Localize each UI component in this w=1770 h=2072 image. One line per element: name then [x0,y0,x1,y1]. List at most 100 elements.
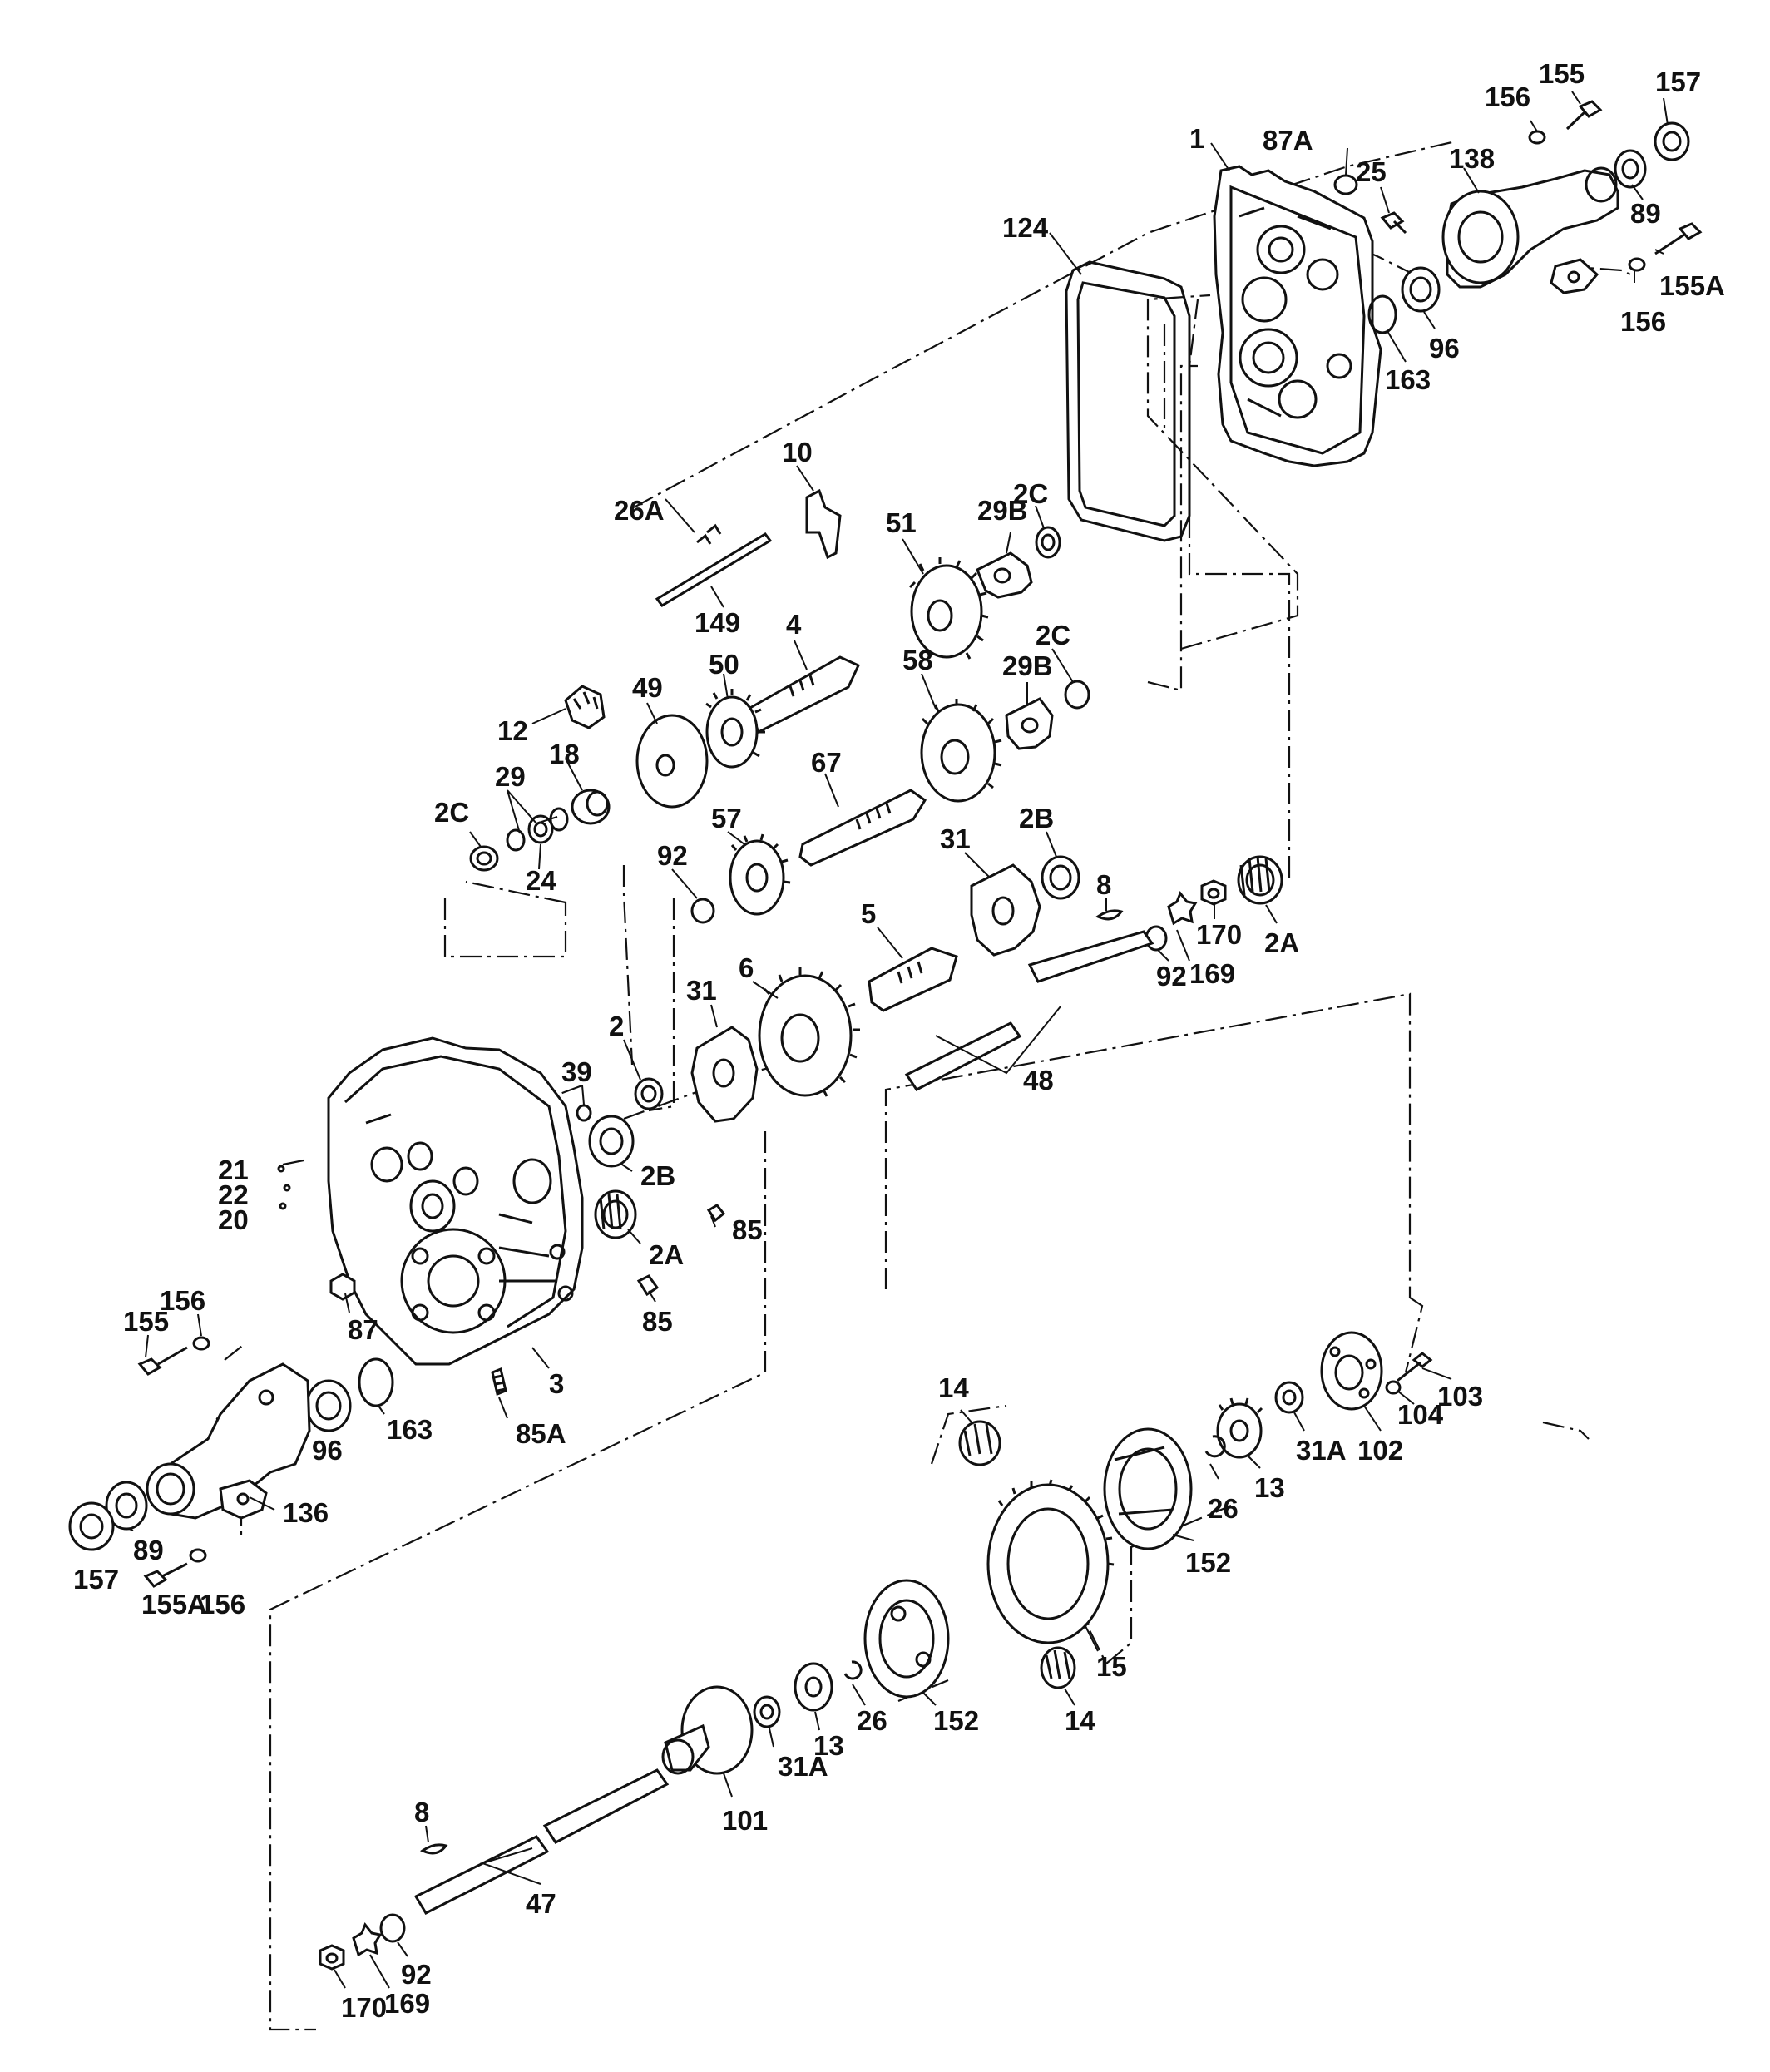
washer-156-top2 [1628,257,1646,272]
gear-58 [920,699,1002,803]
gear-49 [635,714,709,809]
ring-gear-15 [986,1479,1115,1644]
label-10: 10 [782,437,813,467]
label-136: 136 [283,1497,329,1528]
bearing-96-mid [305,1379,352,1432]
label-156-mid2: 156 [200,1589,245,1620]
bolt-155-mid [137,1346,188,1376]
key-8-a [1095,909,1124,921]
bearing-2A-b [594,1189,637,1239]
plug-87 [329,1273,356,1301]
axle-housing-136 [146,1362,311,1520]
bearing-157-top [1654,121,1690,161]
label-31A-b: 31A [778,1751,828,1782]
clips-26A [696,523,722,545]
bushing-2C-c [469,845,499,872]
label-51: 51 [886,507,917,538]
label-49: 49 [632,672,663,703]
label-3: 3 [549,1368,564,1399]
gear-6 [758,967,860,1097]
seal-92-c [379,1913,406,1943]
washer-156-top [1528,130,1546,145]
shaft-67 [798,789,927,867]
part-labels: 1 87A 25 156 155 157 138 89 124 155A 156… [73,58,1725,2023]
pins-21-22-20 [277,1165,291,1210]
label-22: 22 [218,1179,249,1210]
bearing-2B-b [588,1115,635,1168]
transaxle-case-3 [327,1036,584,1366]
gear-50 [705,689,765,769]
gear-51 [908,557,989,660]
gear-14-a [958,1420,1001,1466]
label-96-top: 96 [1429,333,1460,363]
washer-156-mid [192,1336,210,1351]
gear-14-b [1040,1646,1076,1689]
label-87A-top: 87A [1263,125,1313,156]
label-92-b: 92 [1156,961,1187,991]
gear-13-b [794,1662,833,1712]
label-163-top: 163 [1385,364,1431,395]
label-155A-mid: 155A [141,1589,207,1620]
label-15: 15 [1096,1651,1127,1682]
snapring-26-b [843,1660,863,1680]
plug-85-a [706,1204,726,1223]
lockwasher-169-b [352,1922,383,1957]
label-89-top: 89 [1630,198,1661,229]
label-1: 1 [1189,123,1204,154]
label-2C-a: 2C [1013,478,1048,509]
label-29: 29 [495,761,526,792]
label-29B-b: 29B [1002,650,1053,681]
label-12: 12 [497,715,528,746]
plug-87A [1333,174,1358,195]
label-138: 138 [1449,143,1495,174]
label-169-a: 169 [1189,958,1235,989]
label-31A-a: 31A [1296,1435,1347,1466]
bearing-2A-a [1237,855,1283,905]
case-half-152-a [1103,1427,1193,1550]
label-157-top: 157 [1655,67,1701,97]
label-26-a: 26 [1208,1493,1239,1524]
label-169-b: 169 [384,1988,430,2019]
bushing-2C-b [1064,680,1090,710]
bolt-155-top [1565,100,1603,131]
label-87: 87 [348,1314,378,1345]
seal-163-mid [358,1357,394,1407]
cam-31-b [690,1026,759,1123]
shift-rod-149 [655,532,773,607]
axle-47 [413,1768,670,1915]
case-half-152-b [863,1579,950,1699]
seal-163-top [1367,294,1397,334]
label-2: 2 [609,1011,624,1041]
label-26-b: 26 [857,1705,887,1736]
bushing-2B-a [1041,855,1080,900]
label-13-b: 13 [813,1730,844,1761]
washer-31A-b [753,1695,781,1728]
bearing-89-mid [105,1481,148,1531]
label-2A-a: 2A [1264,927,1299,958]
label-24: 24 [526,865,556,896]
bearing-96-top [1401,266,1441,313]
label-149: 149 [695,607,740,638]
label-20: 20 [218,1204,249,1235]
label-155-top: 155 [1539,58,1585,89]
label-8-a: 8 [1096,869,1111,900]
bevel-gear-12 [564,685,606,729]
label-103: 103 [1437,1381,1483,1412]
label-157-mid: 157 [73,1564,119,1595]
label-50: 50 [709,649,739,680]
label-2A-b: 2A [649,1239,684,1270]
label-156-top: 156 [1485,82,1530,112]
washer-104 [1385,1380,1402,1395]
label-26A: 26A [614,495,665,526]
carrier-101 [661,1685,754,1775]
label-13-a: 13 [1254,1472,1285,1503]
snapring-26-a [1204,1435,1226,1458]
thrust-washer-29B-a [976,551,1033,599]
label-8-b: 8 [414,1797,429,1827]
axle-48 [904,930,1154,1091]
pin-39 [576,1104,592,1122]
label-96-mid: 96 [312,1435,343,1466]
plug-85A [491,1367,507,1397]
bushing-18 [571,789,611,825]
label-2B-b: 2B [640,1160,675,1191]
